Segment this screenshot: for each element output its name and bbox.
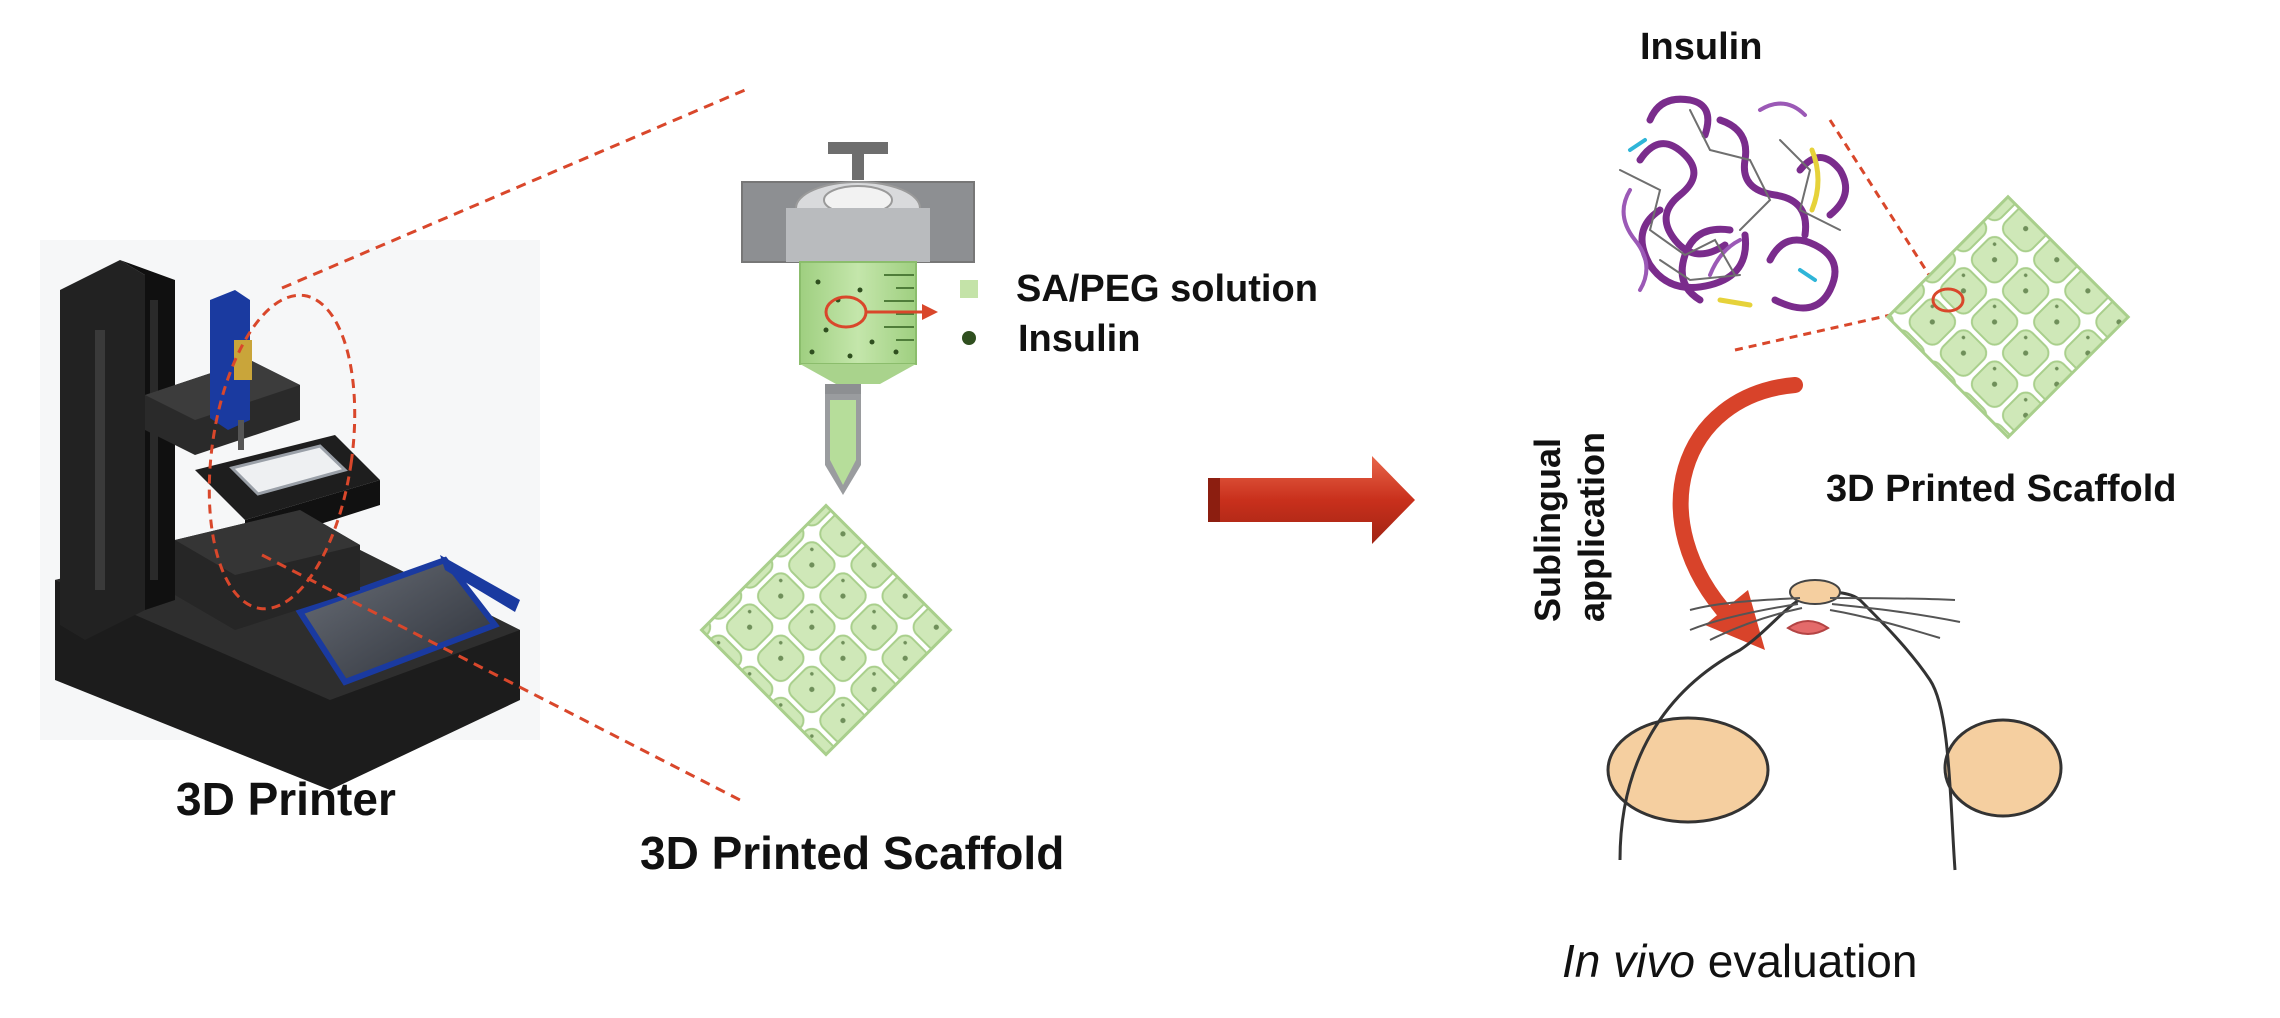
process-arrow-icon	[1208, 456, 1415, 544]
sublingual-arrow-icon	[1672, 377, 1803, 650]
print-head-icon	[210, 290, 250, 430]
printer-label: 3D Printer	[176, 773, 396, 825]
insulin-title-label: Insulin	[1640, 26, 1763, 68]
printer-screen-icon	[295, 556, 500, 686]
mouse-right-ear	[1943, 718, 2063, 818]
sublingual-line-2: application	[1571, 431, 1612, 622]
printer-zoom-ellipse	[207, 293, 357, 611]
printer-illustration	[40, 240, 540, 790]
sublingual-line-1: Sublingual	[1527, 438, 1568, 622]
insulin-protein-icon	[1619, 95, 1850, 312]
mouse-mouth	[1786, 620, 1830, 635]
scaffold-center-label: 3D Printed Scaffold	[640, 827, 1065, 879]
sublingual-application-label: Sublingual application	[1526, 432, 1614, 622]
in-vivo-italic: In vivo	[1562, 935, 1695, 987]
in-vivo-rest: evaluation	[1694, 935, 1918, 987]
legend-sa-peg-swatch	[960, 280, 978, 298]
legend-sa-peg-label: SA/PEG solution	[1016, 268, 1318, 310]
in-vivo-evaluation-label: In vivo evaluation	[1562, 934, 1917, 988]
scaffold-center-icon	[699, 503, 953, 757]
mouse-nose	[1789, 579, 1841, 605]
scaffold-zoom-circle	[1931, 287, 1965, 313]
scaffold-right-label: 3D Printed Scaffold	[1826, 468, 2177, 510]
insulin-zoom-line-upper	[1828, 119, 1947, 301]
syringe-illustration	[741, 142, 975, 495]
syringe-pointer-arrowhead	[922, 304, 938, 320]
mouse-left-ear	[1606, 716, 1770, 824]
legend-insulin-label: Insulin	[1018, 318, 1141, 360]
zoom-line-lower	[261, 553, 741, 802]
mouse-illustration	[1606, 579, 2063, 871]
scaffold-right-icon	[1885, 194, 2131, 440]
legend-insulin-dot	[962, 331, 976, 345]
